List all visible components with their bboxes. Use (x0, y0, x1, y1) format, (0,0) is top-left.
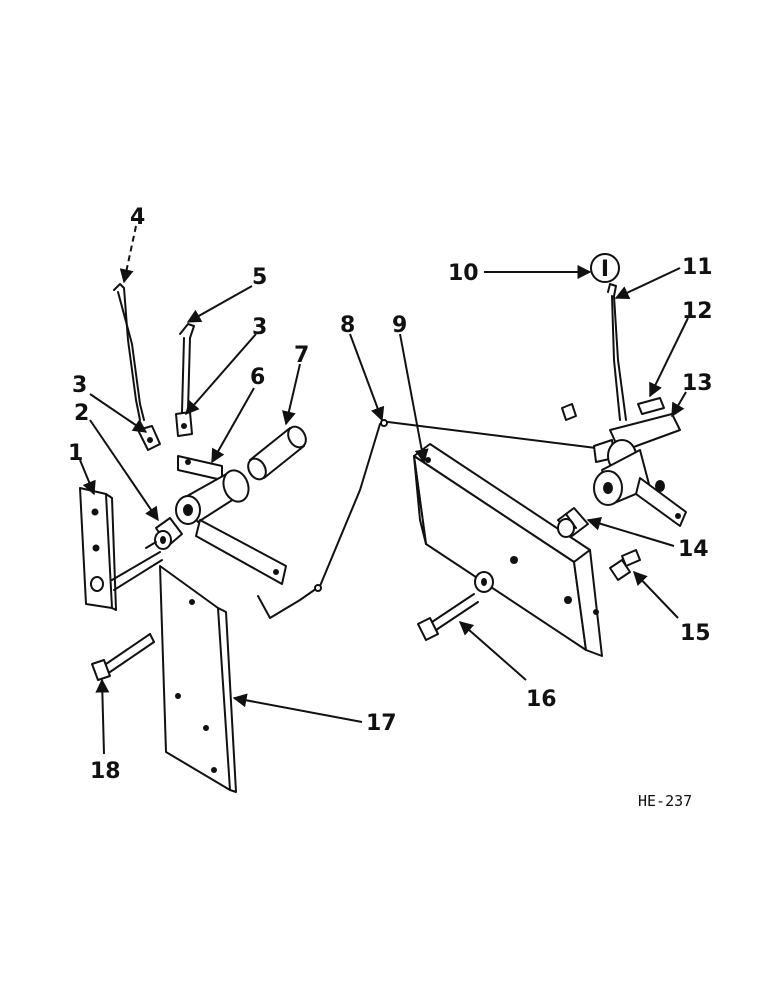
callout-9: 9 (392, 313, 407, 338)
leader-lines (79, 225, 689, 755)
part-5-rod (179, 323, 195, 413)
part-7-sleeve (247, 425, 307, 481)
figure-code: HE-237 (638, 792, 692, 810)
callout-15: 15 (680, 621, 711, 646)
callout-2: 2 (74, 401, 89, 426)
part-6-lever-assembly (175, 455, 287, 585)
part-11-shift-rod (607, 283, 627, 421)
callout-6: 6 (250, 365, 265, 390)
callout-10: 10 (448, 261, 479, 286)
callout-11: 11 (682, 255, 713, 280)
callout-14: 14 (678, 537, 709, 562)
callout-1: 1 (68, 441, 83, 466)
callout-3-upper: 3 (252, 315, 267, 340)
callout-3-left: 3 (72, 373, 87, 398)
part-15-fitting (609, 549, 641, 581)
circle-label: I (601, 257, 609, 282)
callout-18: 18 (90, 759, 121, 784)
part-1-bracket-plate (79, 487, 163, 611)
callout-8: 8 (340, 313, 355, 338)
callout-12: 12 (682, 299, 713, 324)
part-2-bushing (145, 517, 183, 550)
part-16-bolt (417, 571, 494, 641)
part-12-pin (637, 397, 665, 415)
part-8-control-rod (257, 419, 597, 619)
callout-13: 13 (682, 371, 713, 396)
part-10-circled-item: I (590, 253, 620, 283)
part-9-channel-bracket (413, 443, 603, 657)
callout-5: 5 (252, 265, 267, 290)
callout-17: 17 (366, 711, 397, 736)
part-14-bushing (557, 507, 589, 538)
part-4-rod (113, 283, 145, 421)
callout-4: 4 (130, 205, 145, 230)
callout-16: 16 (526, 687, 557, 712)
part-13-lever-hub (561, 403, 687, 527)
callout-7: 7 (294, 343, 309, 368)
part-3-clevis-upper (175, 411, 193, 437)
part-17-plate (159, 565, 237, 793)
part-18-bolt (91, 633, 155, 681)
